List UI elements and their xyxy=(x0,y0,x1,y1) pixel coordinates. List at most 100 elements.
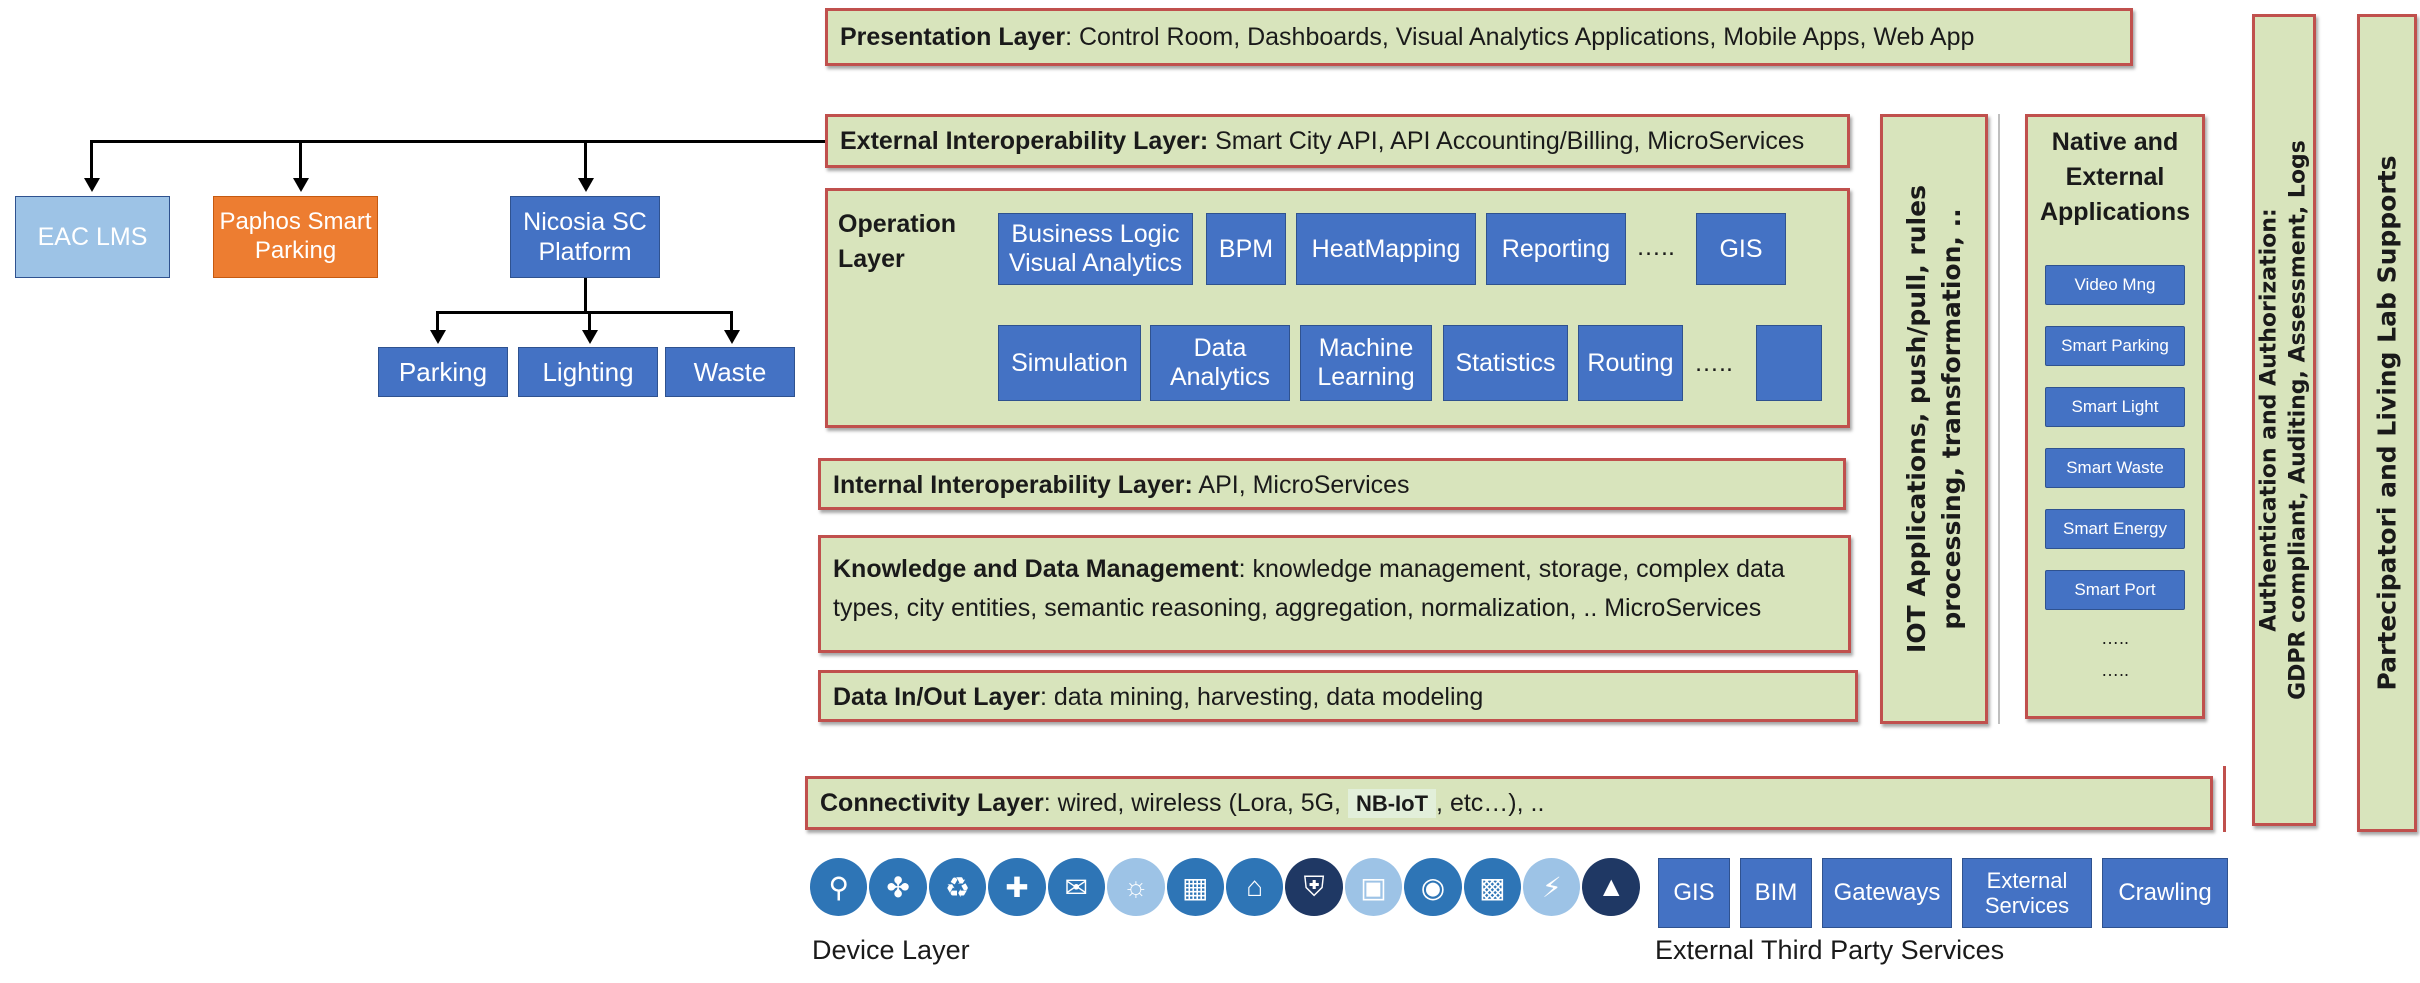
tree-top-connector xyxy=(90,140,825,143)
module-reporting[interactable]: Reporting xyxy=(1486,213,1626,285)
module-machine-learning-label: Machine Learning xyxy=(1317,334,1415,391)
operation-title-line1: Operation xyxy=(838,210,957,238)
module-routing-label: Routing xyxy=(1587,348,1674,377)
app-smart-port[interactable]: Smart Port xyxy=(2045,570,2185,610)
app-smart-parking[interactable]: Smart Parking xyxy=(2045,326,2185,366)
knowledge-data-management-layer: Knowledge and Data Management: knowledge… xyxy=(818,535,1851,653)
presentation-layer: Presentation Layer: Control Room, Dashbo… xyxy=(825,8,2133,66)
module-heatmapping[interactable]: HeatMapping xyxy=(1296,213,1476,285)
app-video-mng[interactable]: Video Mng xyxy=(2045,265,2185,305)
module-gis[interactable]: GIS xyxy=(1696,213,1786,285)
service-bim-label: BIM xyxy=(1754,879,1798,907)
service-gis-label: GIS xyxy=(1673,879,1715,907)
connectivity-layer: Connectivity Layer: wired, wireless (Lor… xyxy=(805,776,2213,830)
node-eac-lms[interactable]: EAC LMS xyxy=(15,196,170,278)
module-data-analytics[interactable]: Data Analytics xyxy=(1150,325,1290,401)
module-gis-label: GIS xyxy=(1719,234,1763,263)
module-bpm-label: BPM xyxy=(1218,234,1274,263)
operation-row2-dots: ….. xyxy=(1694,349,1733,377)
third-party-label: External Third Party Services xyxy=(1655,935,2005,965)
operation-row2-ellipsis: ….. xyxy=(1694,347,1733,380)
module-reporting-label: Reporting xyxy=(1501,234,1611,263)
tree-children-connector xyxy=(436,311,731,314)
car-icon: ▩ xyxy=(1463,858,1522,916)
presentation-layer-title: Presentation Layer xyxy=(840,23,1066,51)
module-bpm[interactable]: BPM xyxy=(1206,213,1286,285)
nb-iot-badge: NB-IoT xyxy=(1347,789,1437,818)
service-gateways[interactable]: Gateways xyxy=(1822,858,1952,928)
tree-drop-parking xyxy=(436,311,439,333)
auth-line2: GDPR compliant, Auditing, Assessment, Lo… xyxy=(2285,140,2310,700)
operation-row1-dots: ….. xyxy=(1636,233,1675,261)
data-inout-desc: : data mining, harvesting, data modeling xyxy=(1040,683,1484,711)
education-icon: ▲ xyxy=(1582,858,1640,916)
app-smart-energy[interactable]: Smart Energy xyxy=(2045,509,2185,549)
operation-title-line2: Layer xyxy=(838,245,905,273)
building-icon: ▦ xyxy=(1166,858,1224,916)
node-waste[interactable]: Waste xyxy=(665,347,795,397)
native-apps-dots-2: ….. xyxy=(2100,660,2129,681)
app-smart-parking-label: Smart Parking xyxy=(2061,336,2169,355)
knowledge-desc: : knowledge management, storage, complex… xyxy=(833,555,1785,622)
device-icons-row: ⚲ ✤ ♻ ✚ ✉ ☼ ▦ ⌂ ⛨ ▣ ◉ ▩ ⚡ ▲ xyxy=(810,858,1640,920)
chat-icon: ✉ xyxy=(1047,858,1106,916)
module-routing[interactable]: Routing xyxy=(1578,325,1683,401)
native-apps-title-text: Native and External Applications xyxy=(2039,128,2190,226)
water-tap-icon: ⚲ xyxy=(810,858,868,916)
node-parking[interactable]: Parking xyxy=(378,347,508,397)
laptop-icon: ▣ xyxy=(1344,858,1403,916)
device-layer-caption: Device Layer xyxy=(812,935,970,966)
operation-layer-title: Operation Layer xyxy=(838,207,956,277)
service-crawling[interactable]: Crawling xyxy=(2102,858,2228,928)
connectivity-edge-mark xyxy=(2223,766,2226,832)
presentation-layer-desc: : Control Room, Dashboards, Visual Analy… xyxy=(1065,23,1975,51)
shield-icon: ⛨ xyxy=(1285,858,1343,916)
module-business-logic[interactable]: Business Logic Visual Analytics xyxy=(998,213,1193,285)
energy-icon: ⚡ xyxy=(1523,858,1581,916)
module-statistics-label: Statistics xyxy=(1455,348,1556,377)
node-nicosia-sc-platform[interactable]: Nicosia SC Platform xyxy=(510,196,660,278)
service-bim[interactable]: BIM xyxy=(1740,858,1812,928)
node-paphos-smart-parking[interactable]: Paphos Smart Parking xyxy=(213,196,378,278)
third-party-caption: External Third Party Services xyxy=(1655,935,2004,966)
service-crawling-label: Crawling xyxy=(2118,879,2212,907)
cctv-icon: ◉ xyxy=(1404,858,1462,916)
iot-line2: processing, transformation, .. xyxy=(1937,208,1966,630)
operation-layer: Operation Layer Business Logic Visual An… xyxy=(825,188,1850,428)
tree-drop-eac xyxy=(90,140,93,180)
external-interop-title: External Interoperability Layer: xyxy=(840,127,1209,155)
connectivity-desc-tail: , etc…), .. xyxy=(1436,789,1545,817)
auth-text: Authentication and Authorization: GDPR c… xyxy=(2255,140,2312,700)
arrow-parking xyxy=(430,330,446,344)
medical-icon: ✚ xyxy=(988,858,1046,916)
connectivity-title: Connectivity Layer xyxy=(820,789,1044,817)
authentication-authorization-column: Authentication and Authorization: GDPR c… xyxy=(2252,14,2316,826)
device-layer-label: Device Layer xyxy=(812,935,970,965)
module-heatmapping-label: HeatMapping xyxy=(1311,234,1461,263)
auth-line1: Authentication and Authorization: xyxy=(2256,208,2282,632)
app-smart-light-label: Smart Light xyxy=(2071,397,2159,416)
module-empty[interactable] xyxy=(1756,325,1822,401)
partecipatori-living-lab-column: Partecipatori and Living Lab Supports xyxy=(2357,14,2417,832)
app-smart-light[interactable]: Smart Light xyxy=(2045,387,2185,427)
app-smart-waste[interactable]: Smart Waste xyxy=(2045,448,2185,488)
node-lighting[interactable]: Lighting xyxy=(518,347,658,397)
node-eac-lms-label: EAC LMS xyxy=(37,222,148,251)
internal-interoperability-layer: Internal Interoperability Layer: API, Mi… xyxy=(818,458,1846,510)
native-apps-dots-1: ….. xyxy=(2100,628,2129,648)
recycle-icon: ♻ xyxy=(928,858,987,916)
network-icon: ✤ xyxy=(869,858,927,916)
arrow-nicosia xyxy=(578,178,594,192)
service-gis[interactable]: GIS xyxy=(1658,858,1730,928)
arrow-paphos xyxy=(293,178,309,192)
app-smart-waste-label: Smart Waste xyxy=(2066,458,2164,477)
service-external-services[interactable]: External Services xyxy=(1962,858,2092,928)
module-simulation[interactable]: Simulation xyxy=(998,325,1141,401)
module-machine-learning[interactable]: Machine Learning xyxy=(1300,325,1432,401)
module-statistics[interactable]: Statistics xyxy=(1443,325,1568,401)
data-inout-title: Data In/Out Layer xyxy=(833,683,1040,711)
tree-drop-nicosia xyxy=(584,140,587,180)
native-apps-title: Native and External Applications xyxy=(2028,125,2202,230)
arrow-lighting xyxy=(582,330,598,344)
node-nicosia-label: Nicosia SC Platform xyxy=(523,208,647,266)
